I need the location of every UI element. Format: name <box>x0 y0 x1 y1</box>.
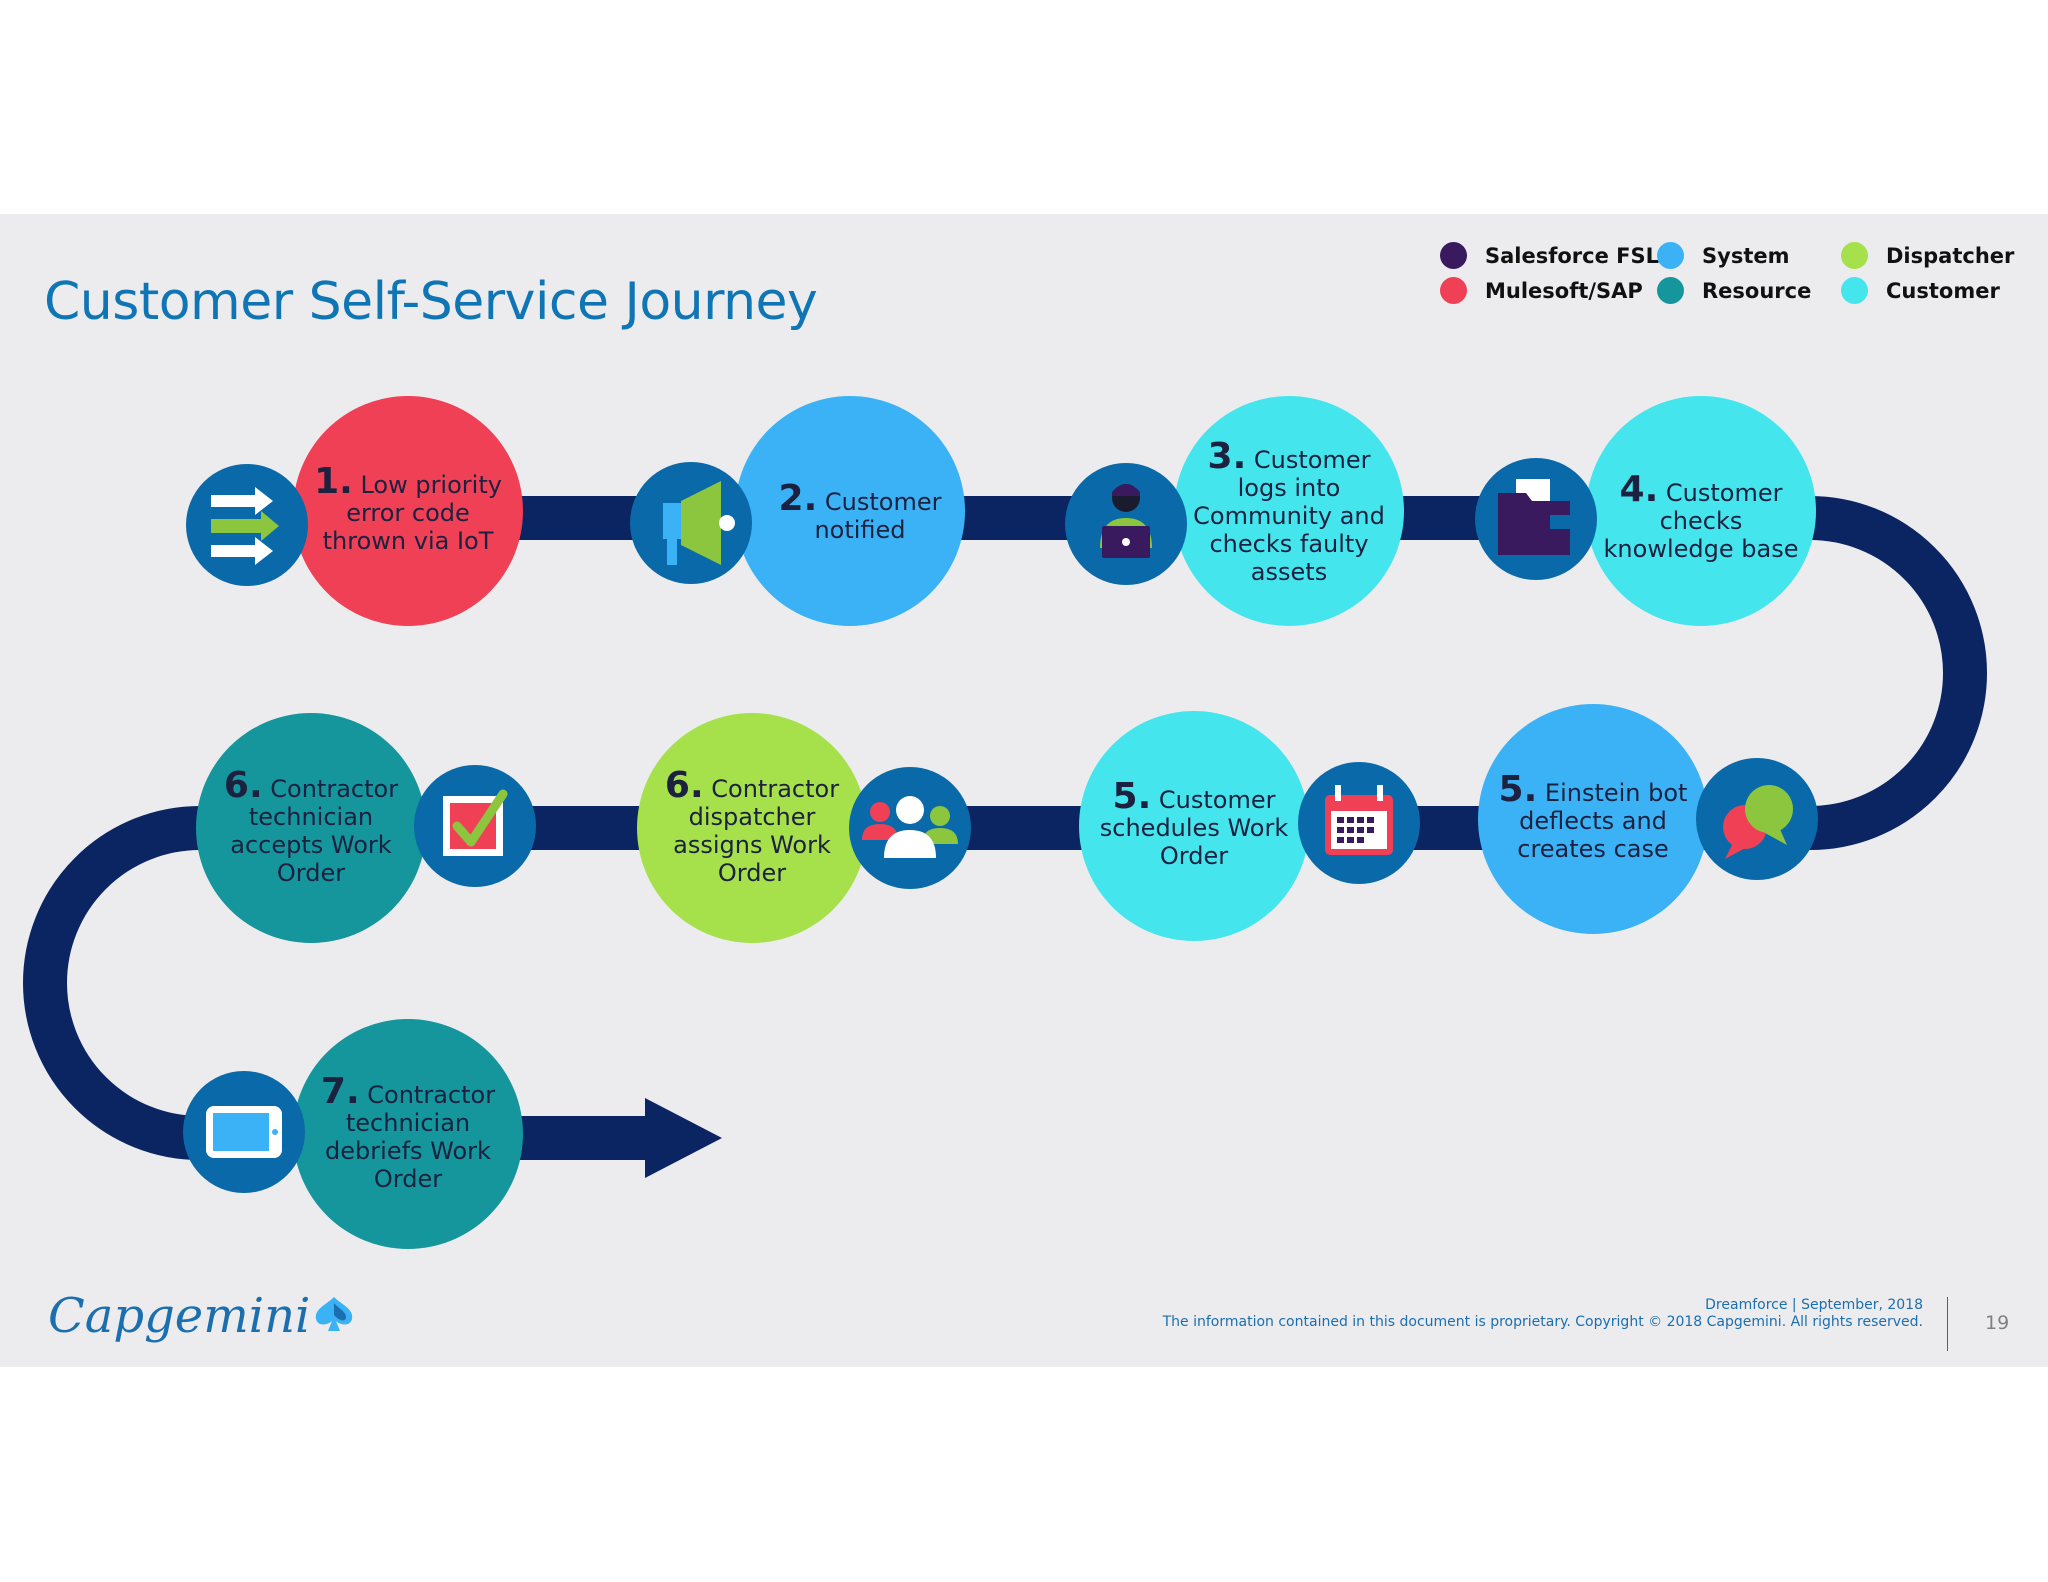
legend-label: Salesforce FSL <box>1485 243 1660 268</box>
step-circle-3 <box>1174 396 1404 626</box>
step-5b: 5. Customer schedules Work Order <box>1094 761 1294 891</box>
legend-label: Mulesoft/SAP <box>1485 278 1643 303</box>
legend: Salesforce FSL System Dispatcher Mulesof… <box>1440 242 2040 322</box>
legend-swatch <box>1657 277 1684 304</box>
legend-item-customer: Customer <box>1841 277 2000 304</box>
step-6b: 6. Contractor technician accepts Work Or… <box>213 754 409 904</box>
step-circle-4 <box>1586 396 1816 626</box>
legend-item-resource: Resource <box>1657 277 1811 304</box>
step-text: Contractor dispatcher assigns Work Order <box>673 774 840 887</box>
legend-label: System <box>1702 243 1790 268</box>
step-text: Customer notified <box>814 487 942 544</box>
folder-icon <box>1475 458 1597 580</box>
footer-copyright: The information contained in this docume… <box>1162 1314 1923 1330</box>
footer-event: Dreamforce | September, 2018 <box>1705 1297 1923 1313</box>
legend-swatch <box>1440 277 1467 304</box>
legend-item-dispatcher: Dispatcher <box>1841 242 2014 269</box>
legend-label: Dispatcher <box>1886 243 2015 268</box>
path-curve-right <box>1809 496 1987 850</box>
page-number: 19 <box>1985 1312 2010 1334</box>
journey-diagram <box>23 396 1987 1249</box>
calendar-icon <box>1298 762 1420 884</box>
step-circle-6b <box>196 713 426 943</box>
footer-divider <box>1947 1297 1948 1351</box>
step-number: 2. <box>778 477 818 519</box>
legend-item-system: System <box>1657 242 1789 269</box>
legend-swatch <box>1841 277 1868 304</box>
step-text: Contractor technician debriefs Work Orde… <box>325 1080 496 1193</box>
legend-swatch <box>1440 242 1467 269</box>
capgemini-logo: Capgemini <box>48 1288 356 1344</box>
step-number: 6. <box>664 764 704 806</box>
checkbox-icon <box>414 765 536 887</box>
megaphone-icon <box>630 462 752 584</box>
legend-item-mulesoft-sap: Mulesoft/SAP <box>1440 277 1643 304</box>
spade-icon <box>316 1297 353 1331</box>
legend-label: Resource <box>1702 278 1812 303</box>
step-circles <box>196 396 1816 1249</box>
slide: Customer Self-Service Journey Salesforce… <box>0 214 2048 1367</box>
step-text: Low priority error code thrown via IoT <box>322 470 502 555</box>
arrow-head <box>645 1098 722 1178</box>
step-circle-5b <box>1079 711 1309 941</box>
step-text: Customer checks knowledge base <box>1603 478 1799 563</box>
step-6a: 6. Contractor dispatcher assigns Work Or… <box>654 754 850 904</box>
step-number: 6. <box>223 764 263 806</box>
step-circle-7 <box>293 1019 523 1249</box>
step-circle-5a <box>1478 704 1708 934</box>
page-title: Customer Self-Service Journey <box>44 272 818 332</box>
step-7: 7. Contractor technician debriefs Work O… <box>310 1060 506 1210</box>
step-text: Contractor technician accepts Work Order <box>230 774 399 887</box>
step-2: 2. Customer notified <box>770 454 950 574</box>
step-number: 5. <box>1498 768 1538 810</box>
step-circle-2 <box>735 396 965 626</box>
tablet-icon <box>183 1071 305 1193</box>
logo-text: Capgemini <box>48 1288 311 1344</box>
step-text: Customer schedules Work Order <box>1099 785 1289 870</box>
legend-swatch <box>1657 242 1684 269</box>
step-circle-1 <box>293 396 523 626</box>
step-number: 3. <box>1207 435 1247 477</box>
footer: Dreamforce | September, 2018 The informa… <box>1163 1297 1923 1331</box>
step-text: Customer logs into Community and checks … <box>1193 445 1385 586</box>
chat-bubbles-icon <box>1696 758 1818 880</box>
path-curve-left <box>23 806 201 1160</box>
step-circle-6a <box>637 713 867 943</box>
step-1: 1. Low priority error code thrown via Io… <box>303 446 513 576</box>
legend-item-salesforce-fsl: Salesforce FSL <box>1440 242 1659 269</box>
legend-label: Customer <box>1886 278 2000 303</box>
arrows-icon <box>186 464 308 586</box>
step-number: 7. <box>320 1070 360 1112</box>
step-5a: 5. Einstein bot deflects and creates cas… <box>1488 754 1698 884</box>
step-number: 4. <box>1619 468 1659 510</box>
icon-circles <box>183 458 1818 1193</box>
step-4: 4. Customer checks knowledge base <box>1596 454 1806 584</box>
step-3: 3. Customer logs into Community and chec… <box>1184 435 1394 589</box>
step-number: 5. <box>1112 775 1152 817</box>
step-text: Einstein bot deflects and creates case <box>1517 778 1688 863</box>
step-number: 1. <box>314 460 353 502</box>
person-laptop-icon <box>1065 463 1187 585</box>
people-icon <box>849 767 971 889</box>
legend-swatch <box>1841 242 1868 269</box>
